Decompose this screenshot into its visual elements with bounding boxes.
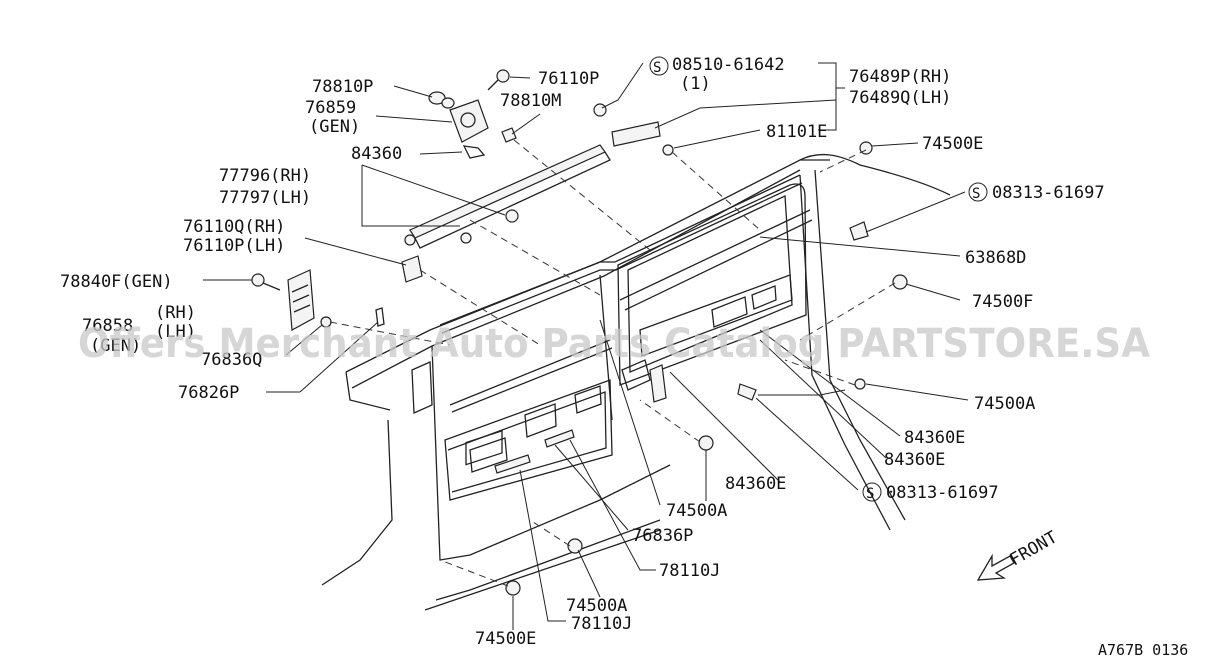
label-08510: 08510-61642 bbox=[672, 55, 785, 75]
label-76826P: 76826P bbox=[178, 383, 239, 403]
grommet-78810P bbox=[428, 91, 455, 109]
body-panel bbox=[321, 153, 951, 611]
screw-symbol-icon: S bbox=[862, 482, 882, 502]
rail-63868D bbox=[439, 174, 803, 413]
label-76858-gen: (GEN) bbox=[90, 336, 141, 356]
screw-08510 bbox=[593, 103, 607, 117]
bolt-78840F bbox=[251, 273, 281, 291]
label-74500A-mid: 74500A bbox=[666, 501, 727, 521]
label-63868D: 63868D bbox=[965, 248, 1026, 268]
grommet-74500A-bottom bbox=[567, 538, 583, 554]
clip-76110Q bbox=[401, 255, 423, 283]
label-77796: 77796(RH) bbox=[219, 166, 311, 186]
window-frame bbox=[617, 183, 813, 403]
grommet-74500E-bottom bbox=[505, 580, 521, 596]
grommet-74500A-mid bbox=[698, 435, 714, 451]
label-78110J-1: 78110J bbox=[659, 561, 720, 581]
watermark: Offers Merchant Auto Parts Catalog PARTS… bbox=[78, 321, 1150, 367]
label-76858-lh: (LH) bbox=[155, 322, 196, 342]
bolt-76110P bbox=[487, 69, 510, 91]
hinge-plate-76858 bbox=[287, 269, 315, 331]
front-arrow-icon bbox=[976, 553, 1015, 581]
label-76836P: 76836P bbox=[632, 526, 693, 546]
screw-08313-bottom bbox=[737, 383, 757, 401]
label-77797: 77797(LH) bbox=[219, 188, 311, 208]
label-78810M: 78810M bbox=[500, 91, 561, 111]
label-76858-rh: (RH) bbox=[155, 303, 196, 323]
label-76110P-top: 76110P bbox=[538, 69, 599, 89]
screw-symbol-label: S bbox=[866, 486, 874, 502]
label-84360E-2: 84360E bbox=[884, 450, 945, 470]
trim-strip-77796 bbox=[404, 144, 611, 249]
label-74500A-bottom: 74500A bbox=[566, 596, 627, 616]
label-08510-qty: (1) bbox=[680, 74, 711, 94]
bracket-76826P bbox=[375, 307, 385, 327]
label-76859-gen: (GEN) bbox=[309, 117, 360, 137]
leader-lines bbox=[203, 62, 969, 630]
label-78110J-2: 78110J bbox=[571, 614, 632, 634]
label-84360E-1: 84360E bbox=[904, 428, 965, 448]
label-76858: 76858 bbox=[82, 316, 133, 336]
hinge-76489P bbox=[611, 121, 661, 147]
label-84360E-3: 84360E bbox=[725, 474, 786, 494]
label-78810P: 78810P bbox=[312, 77, 373, 97]
label-78840F: 78840F(GEN) bbox=[60, 272, 173, 292]
callout-labels: 78810P 76110P 76859 (GEN) 78810M 84360 7… bbox=[60, 55, 1188, 659]
label-76836Q: 76836Q bbox=[201, 350, 262, 370]
screw-symbol-icon: S bbox=[649, 56, 669, 76]
label-76110P-lh: 76110P(LH) bbox=[183, 236, 285, 256]
clip-81101E bbox=[662, 144, 674, 156]
front-label: FRONT bbox=[1007, 527, 1061, 570]
label-76110Q: 76110Q(RH) bbox=[183, 217, 285, 237]
label-74500A-right: 74500A bbox=[974, 394, 1035, 414]
grommet-74500F bbox=[892, 274, 908, 290]
label-76489Q: 76489Q(LH) bbox=[849, 88, 951, 108]
screw-symbol-label: S bbox=[972, 186, 980, 202]
label-74500F: 74500F bbox=[972, 292, 1033, 312]
label-74500E-bottom: 74500E bbox=[475, 629, 536, 649]
clip-78810M bbox=[501, 127, 517, 143]
grommet-74500A-right bbox=[854, 378, 866, 390]
label-84360: 84360 bbox=[351, 144, 402, 164]
label-76489P: 76489P(RH) bbox=[849, 67, 951, 87]
inner-door-panel bbox=[411, 361, 613, 501]
hinge-bracket-76859 bbox=[449, 99, 489, 159]
label-08313-bottom: 08313-61697 bbox=[886, 483, 999, 503]
diagram-code: A767B 0136 bbox=[1098, 641, 1188, 659]
screw-08313-top bbox=[849, 221, 869, 241]
label-81101E: 81101E bbox=[766, 122, 827, 142]
assembly-lines bbox=[329, 139, 896, 587]
screw-symbol-icon: S bbox=[968, 182, 988, 202]
screw-symbol-label: S bbox=[653, 60, 661, 76]
label-74500E-top: 74500E bbox=[922, 134, 983, 154]
label-08313-top: 08313-61697 bbox=[992, 183, 1105, 203]
label-76859: 76859 bbox=[305, 98, 356, 118]
